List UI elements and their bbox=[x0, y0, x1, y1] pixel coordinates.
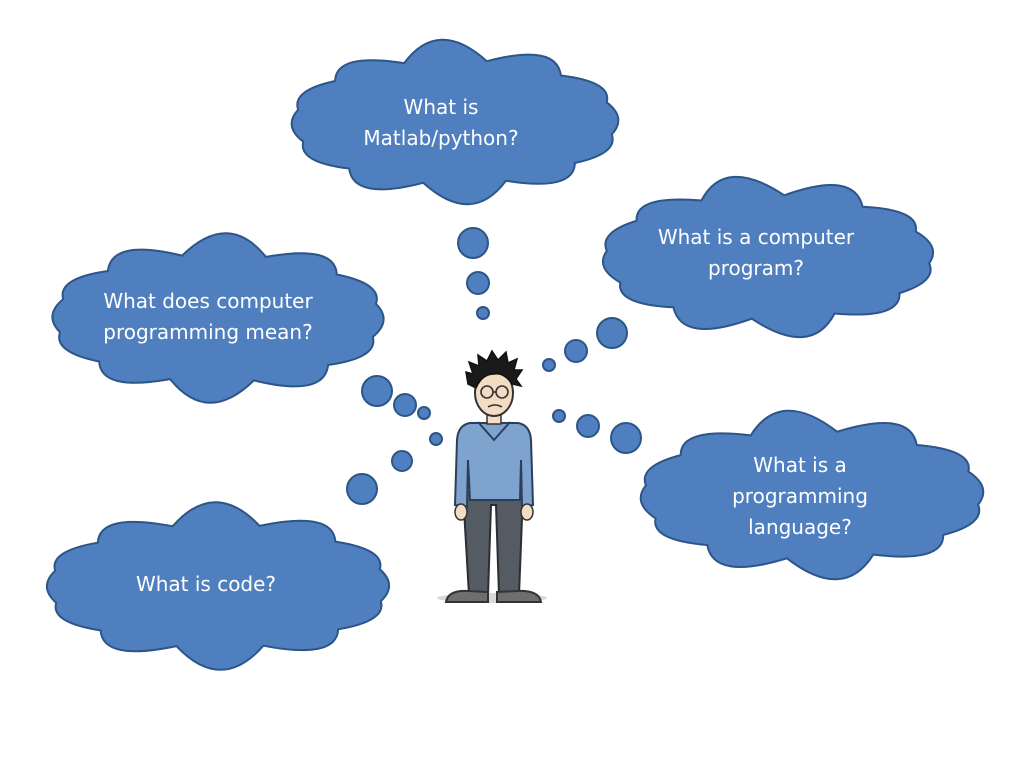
cloud-language bbox=[639, 409, 985, 581]
thought-bubble bbox=[576, 414, 600, 438]
thought-line: program? bbox=[708, 256, 804, 280]
thought-bubble bbox=[391, 450, 413, 472]
thought-bubble bbox=[429, 432, 443, 446]
cloud-meaning bbox=[51, 232, 385, 404]
thought-bubble bbox=[476, 306, 490, 320]
thought-line: programming mean? bbox=[103, 320, 313, 344]
cloud-matlab bbox=[290, 38, 620, 206]
thought-bubble bbox=[417, 406, 431, 420]
thought-line: What is bbox=[403, 95, 479, 119]
thought-bubble bbox=[542, 358, 556, 372]
thought-bubble bbox=[361, 375, 393, 407]
cloud-code bbox=[45, 501, 391, 671]
thought-bubble bbox=[346, 473, 378, 505]
thought-line: What does computer bbox=[103, 289, 313, 313]
thought-bubble bbox=[610, 422, 642, 454]
thought-computer-program: What is a computer program? bbox=[636, 222, 876, 284]
thought-bubble bbox=[393, 393, 417, 417]
thought-bubble bbox=[564, 339, 588, 363]
thought-line: What is code? bbox=[135, 572, 277, 596]
cloud-program bbox=[602, 175, 934, 339]
thought-line: language? bbox=[748, 515, 852, 539]
thought-line: programming bbox=[732, 484, 868, 508]
thought-bubbles-layer bbox=[346, 227, 642, 505]
thought-programming-meaning: What does computer programming mean? bbox=[78, 286, 338, 348]
thought-line: Matlab/python? bbox=[363, 126, 519, 150]
clouds-layer bbox=[45, 38, 985, 671]
thought-line: What is a bbox=[753, 453, 847, 477]
confused-person-icon bbox=[437, 349, 547, 603]
thought-bubble bbox=[596, 317, 628, 349]
thought-bubble bbox=[457, 227, 489, 259]
thought-bubble bbox=[466, 271, 490, 295]
thought-programming-language: What is a programming language? bbox=[710, 450, 890, 543]
thought-matlab: What is Matlab/python? bbox=[336, 92, 546, 154]
thought-line: What is a computer bbox=[657, 225, 855, 249]
thought-code: What is code? bbox=[106, 569, 306, 600]
thought-bubble bbox=[552, 409, 566, 423]
